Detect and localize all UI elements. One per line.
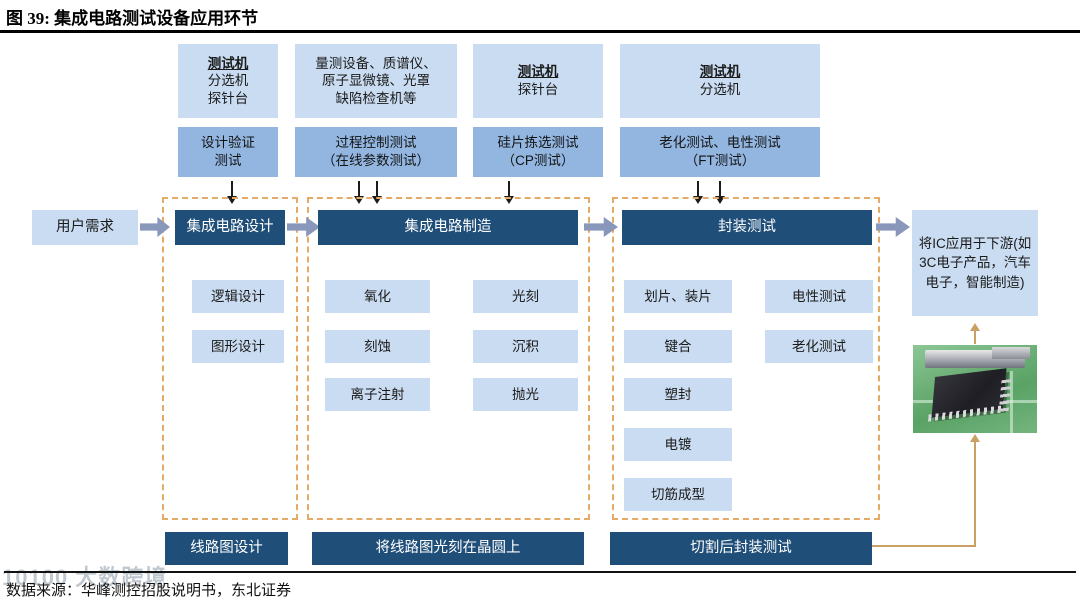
package-item: 电性测试	[765, 280, 873, 313]
down-arrow-icon	[372, 181, 382, 204]
stage-footer-package: 切割后封装测试	[610, 532, 872, 565]
test-box-cp: 硅片拣选测试 （CP测试）	[473, 127, 603, 177]
user-need-box: 用户需求	[32, 210, 138, 245]
chip-photo	[913, 345, 1037, 433]
equipment-box-design: 测试机 分选机 探针台	[178, 44, 278, 118]
fab-item: 离子注射	[325, 378, 430, 411]
fab-item: 沉积	[473, 330, 578, 363]
footer-divider	[4, 571, 1076, 573]
up-arrow-icon	[970, 323, 980, 344]
stage-frame-design	[162, 197, 298, 520]
site-watermark: 10100 大数跨境	[2, 565, 168, 590]
equipment-box-process: 量测设备、质谱仪、 原子显微镜、光罩 缺陷检查机等	[295, 44, 457, 118]
fab-item: 光刻	[473, 280, 578, 313]
title-divider	[0, 30, 1080, 33]
design-item: 逻辑设计	[192, 280, 284, 313]
data-source: 数据来源：华峰测控招股说明书，东北证券	[6, 583, 292, 599]
equipment-box-ft: 测试机 分选机	[620, 44, 820, 118]
connector-component	[992, 346, 1030, 360]
stage-footer-design: 线路图设计	[165, 532, 288, 565]
down-arrow-icon	[693, 181, 703, 204]
test-box-design-verify: 设计验证 测试	[178, 127, 278, 177]
up-arrow-icon	[970, 434, 980, 547]
package-item: 切筋成型	[624, 478, 732, 511]
package-item: 老化测试	[765, 330, 873, 363]
stage-title-package: 封装测试	[622, 210, 872, 245]
figure-title: 图 39: 集成电路测试设备应用环节	[6, 9, 259, 28]
equipment-body: 分选机	[699, 82, 741, 97]
package-item: 塑封	[624, 378, 732, 411]
equipment-header: 测试机	[517, 64, 559, 80]
package-item: 划片、装片	[624, 280, 732, 313]
flow-arrow-icon	[876, 217, 910, 237]
down-arrow-icon	[354, 181, 364, 204]
equipment-box-cp: 测试机 探针台	[473, 44, 603, 118]
package-item: 键合	[624, 330, 732, 363]
fab-item: 抛光	[473, 378, 578, 411]
equipment-header: 测试机	[699, 64, 741, 80]
down-arrow-icon	[715, 181, 725, 204]
equipment-body: 量测设备、质谱仪、 原子显微镜、光罩 缺陷检查机等	[315, 55, 437, 106]
stage-frame-package-test	[612, 197, 880, 520]
test-box-ft: 老化测试、电性测试 （FT测试）	[620, 127, 820, 177]
stage-title-design: 集成电路设计	[175, 210, 285, 245]
equipment-body: 探针台	[517, 82, 559, 97]
stage-footer-fab: 将线路图光刻在晶圆上	[312, 532, 584, 565]
fab-item: 氧化	[325, 280, 430, 313]
test-box-process-control: 过程控制测试 （在线参数测试）	[295, 127, 457, 177]
downstream-box: 将IC应用于下游(如3C电子产品，汽车电子，智能制造)	[912, 210, 1038, 316]
connector-line	[872, 545, 976, 547]
stage-title-fab: 集成电路制造	[318, 210, 578, 245]
equipment-header: 测试机	[207, 55, 249, 71]
equipment-body: 分选机 探针台	[207, 73, 249, 106]
design-item: 图形设计	[192, 330, 284, 363]
down-arrow-icon	[227, 181, 237, 204]
stage-frame-fab	[307, 197, 590, 520]
package-item: 电镀	[624, 428, 732, 461]
down-arrow-icon	[504, 181, 514, 204]
fab-item: 刻蚀	[325, 330, 430, 363]
